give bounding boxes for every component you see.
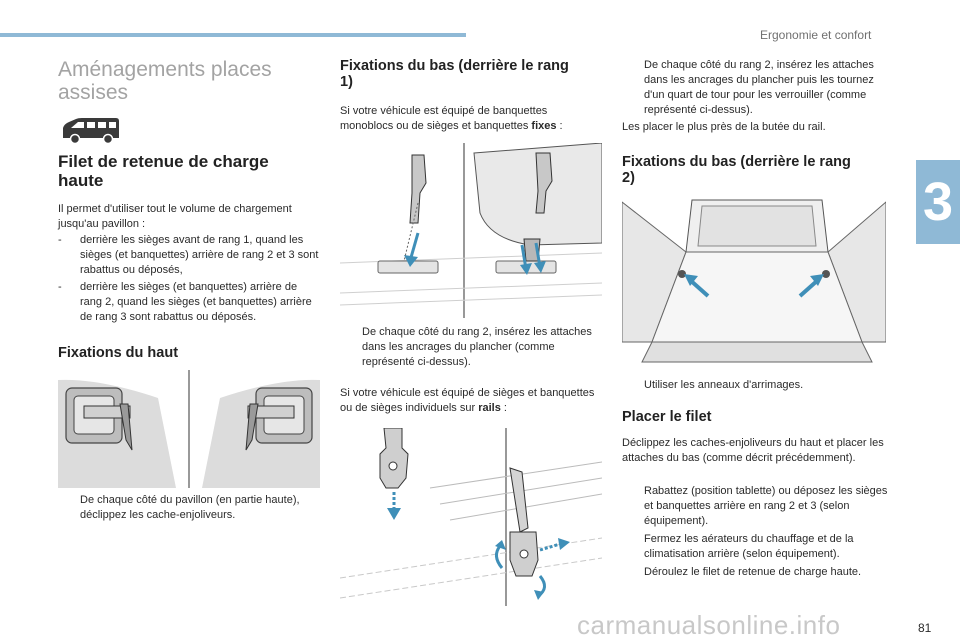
chapter-number-tab: 3 xyxy=(916,160,960,244)
rails-intro: Si votre véhicule est équipé de sièges e… xyxy=(340,387,595,414)
section-title-fixations-haut: Fixations du haut xyxy=(58,345,179,361)
fixed-seat-fastening-illustration xyxy=(340,143,602,318)
header-accent-bar xyxy=(0,33,466,37)
tie-down-item: Utiliser les anneaux d'arrimages. xyxy=(644,379,804,391)
filet-item-1: - derrière les sièges avant de rang 1, q… xyxy=(58,234,319,276)
rail-note: Les placer le plus près de la butée du r… xyxy=(622,121,826,133)
dash-mark: - xyxy=(58,281,62,293)
watermark: carmanualsonline.info xyxy=(577,610,841,640)
placer-filet-item-3: Déroulez le filet de retenue de charge h… xyxy=(644,566,862,578)
section-header-title: Ergonomie et confort xyxy=(760,28,872,42)
main-title: Aménagements places assises xyxy=(58,58,272,104)
page-number: 81 xyxy=(918,621,932,635)
cargo-floor-illustration xyxy=(622,192,886,368)
filet-item-2: - derrière les sièges (et banquettes) ar… xyxy=(58,281,312,323)
upper-fastening-illustration xyxy=(58,370,320,488)
section-title-filet: Filet de retenue de charge haute xyxy=(58,152,269,190)
placer-filet-intro: Déclippez les caches-enjoliveurs du haut… xyxy=(622,437,884,464)
placer-filet-item-2: Fermez les aérateurs du chauffage et de … xyxy=(644,533,854,560)
filet-intro: Il permet d'utiliser tout le volume de c… xyxy=(58,203,292,230)
fixations-haut-item: De chaque côté du pavillon (en partie ha… xyxy=(80,494,300,521)
van-icon xyxy=(60,116,122,146)
placer-filet-item-1: Rabattez (position tablette) ou déposez … xyxy=(644,485,888,527)
rail-seat-item: De chaque côté du rang 2, insérez les at… xyxy=(644,59,874,116)
fixed-seat-item: De chaque côté du rang 2, insérez les at… xyxy=(362,326,592,368)
rail-seat-fastening-illustration xyxy=(340,428,602,606)
fixations-bas-intro: Si votre véhicule est équipé de banquett… xyxy=(340,105,563,132)
section-title-placer-filet: Placer le filet xyxy=(622,409,712,425)
dash-mark: - xyxy=(58,234,62,246)
section-title-fixations-bas-rang1: Fixations du bas (derrière le rang 1) xyxy=(340,58,569,90)
section-title-fixations-bas-rang2: Fixations du bas (derrière le rang 2) xyxy=(622,154,851,186)
